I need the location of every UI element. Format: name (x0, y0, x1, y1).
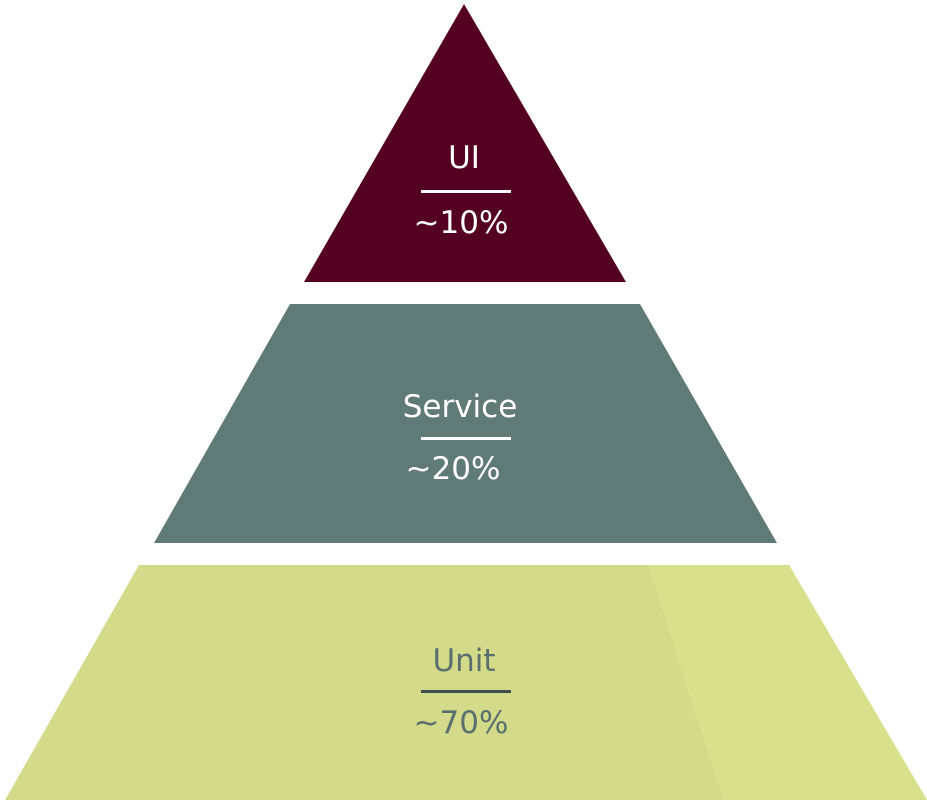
unit-tier-percentage: ~70% (413, 705, 509, 741)
service-tier-percentage: ~20% (405, 451, 501, 487)
unit-tier-name: Unit (432, 643, 496, 679)
ui-tier-percentage: ~10% (413, 205, 509, 241)
service-tier-name: Service (402, 389, 518, 425)
ui-tier-shape (304, 4, 626, 282)
service-tier-divider (421, 437, 511, 440)
service-tier-shape (154, 304, 777, 543)
ui-tier-divider (421, 190, 511, 193)
unit-tier-highlight (648, 565, 927, 800)
ui-tier-name: UI (448, 140, 480, 176)
unit-tier-divider (421, 690, 511, 693)
